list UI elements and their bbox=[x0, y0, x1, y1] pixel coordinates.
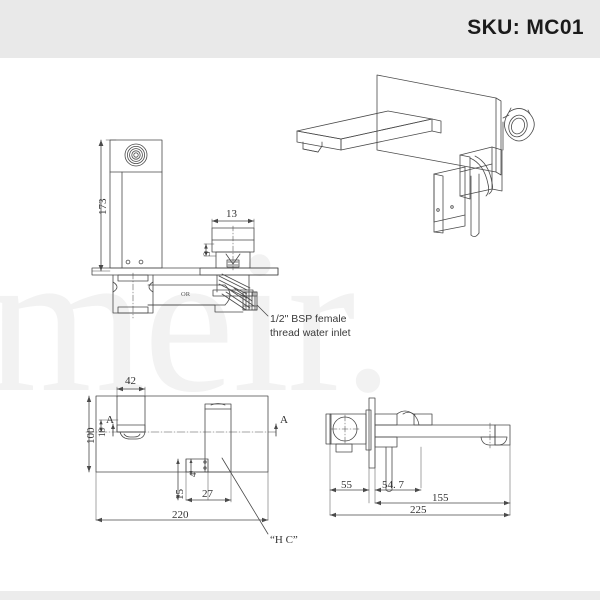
hot-cold-label: “H C” bbox=[270, 534, 298, 546]
dim-valve-width-13: 13 bbox=[226, 208, 237, 220]
water-inlet-callout: 1/2" BSP female thread water inlet bbox=[270, 313, 351, 339]
dim-valve-gap-3: 3 bbox=[202, 251, 212, 257]
isometric-geometry bbox=[296, 74, 535, 237]
dim-height-173: 173 bbox=[97, 198, 109, 216]
dim-225: 225 bbox=[410, 504, 427, 516]
plan-view-geometry bbox=[85, 386, 279, 535]
brand-watermark: meir. bbox=[0, 208, 394, 435]
dim-offset-18: 18 bbox=[97, 428, 107, 437]
sku-title: SKU: MC01 bbox=[467, 16, 584, 39]
dim-depth-15: 15 bbox=[174, 489, 186, 500]
dim-body-27: 27 bbox=[202, 488, 213, 500]
dim-plate-height-100: 100 bbox=[85, 427, 97, 445]
dim-plate-width-42: 42 bbox=[125, 375, 136, 387]
footer-band bbox=[0, 591, 600, 600]
dim-55: 55 bbox=[341, 479, 352, 491]
dim-54-7: 54. 7 bbox=[382, 479, 404, 491]
front-elevation-geometry bbox=[325, 397, 511, 518]
dim-small-4: 4 bbox=[188, 472, 198, 478]
section-mark-a-left: A bbox=[106, 414, 114, 426]
pipe-label-or: OR bbox=[181, 291, 191, 298]
dim-overall-220: 220 bbox=[172, 509, 189, 521]
header-band bbox=[0, 0, 600, 58]
section-mark-a-right: A bbox=[280, 414, 288, 426]
side-elevation-section-geometry bbox=[91, 139, 279, 319]
dim-155: 155 bbox=[432, 492, 449, 504]
